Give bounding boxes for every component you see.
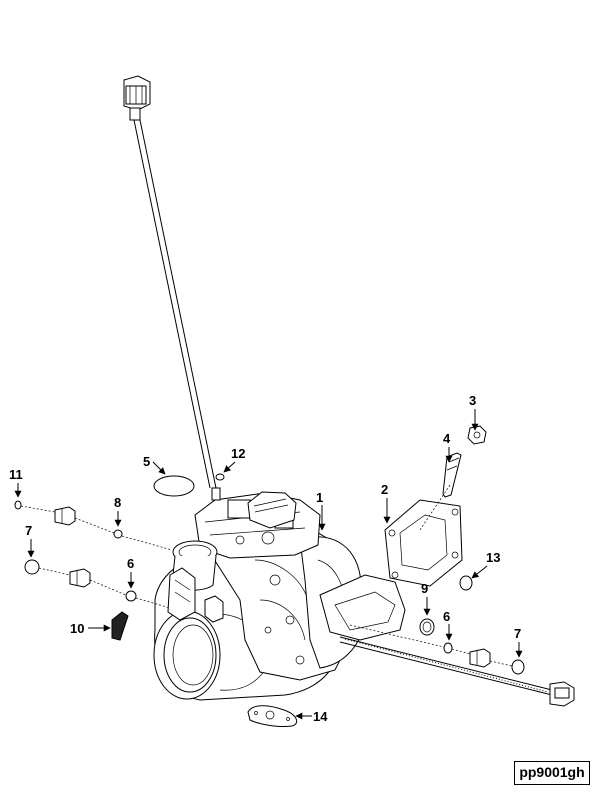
sensor-probe-line <box>339 636 575 707</box>
callout-2: 2 <box>381 482 388 497</box>
coolant-fittings-lower <box>24 559 171 609</box>
outlet-gasket <box>384 499 463 587</box>
seal-ring-9 <box>419 618 435 636</box>
seal-ring-13 <box>459 575 473 591</box>
seal-ring-12 <box>215 473 225 481</box>
callout-6-left: 6 <box>127 556 134 571</box>
drain-gasket <box>247 705 298 727</box>
callout-9: 9 <box>421 581 428 596</box>
label-plate <box>111 611 129 641</box>
figure-id-label: pp9001gh <box>514 761 590 785</box>
callout-10: 10 <box>70 621 84 636</box>
callout-13: 13 <box>486 550 500 565</box>
seal-ring-5 <box>153 475 195 497</box>
callout-11: 11 <box>9 467 23 482</box>
callout-1: 1 <box>316 490 323 505</box>
callout-8: 8 <box>114 495 121 510</box>
callout-3: 3 <box>469 393 476 408</box>
callout-7-left: 7 <box>25 523 32 538</box>
turbocharger-assembly <box>153 487 406 701</box>
coolant-fittings-upper <box>14 500 173 551</box>
callouts: 1 2 3 4 5 6 6 7 7 8 9 10 11 12 13 14 <box>9 393 523 724</box>
callout-6-right: 6 <box>443 609 450 624</box>
drain-line-fittings <box>349 624 525 675</box>
callout-4: 4 <box>443 431 451 446</box>
callout-5: 5 <box>143 454 150 469</box>
callout-14: 14 <box>313 709 328 724</box>
callout-7-right: 7 <box>514 626 521 641</box>
callout-12: 12 <box>231 446 245 461</box>
sensor-wire-harness <box>123 75 217 489</box>
